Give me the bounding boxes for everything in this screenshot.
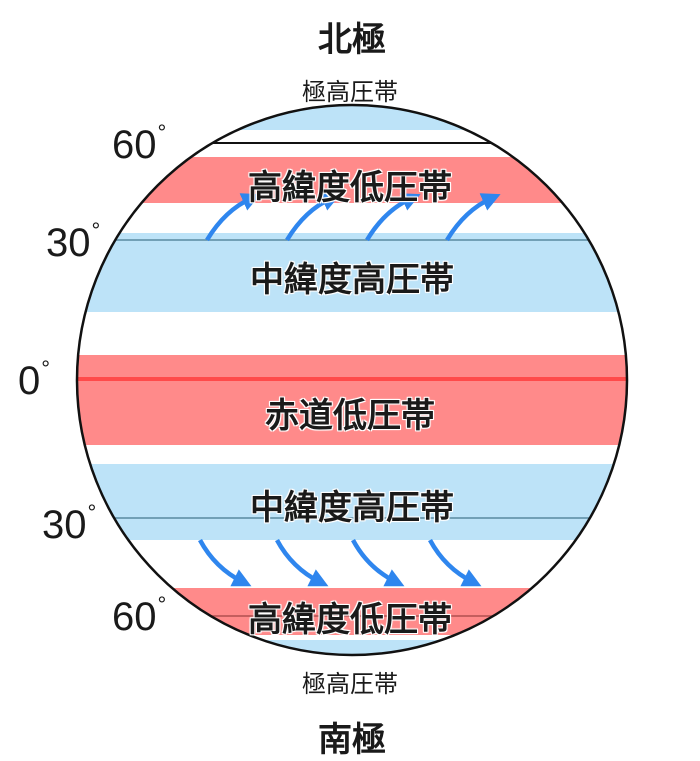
subtropical-high-band-north bbox=[77, 233, 627, 312]
equatorial-low-label: 赤道低圧帯 bbox=[265, 396, 435, 436]
subpolar-low-label-north: 高緯度低圧帯 bbox=[248, 168, 452, 208]
arrow-icon bbox=[428, 538, 482, 587]
latitude-label-s30: 30° bbox=[42, 500, 97, 547]
north-pole-title: 北極 bbox=[318, 20, 386, 60]
arrow-icon bbox=[351, 538, 405, 587]
subtropical-high-band-south bbox=[77, 464, 627, 540]
subtropical-high-label-north: 中緯度高圧帯 bbox=[250, 260, 454, 300]
arrow-icon bbox=[365, 193, 421, 242]
arrow-icon bbox=[198, 538, 252, 587]
equatorial-low-band bbox=[77, 355, 627, 445]
arrow-icon bbox=[275, 538, 329, 587]
polar-high-label-south: 極高圧帯 bbox=[302, 670, 398, 698]
subpolar-low-label-south: 高緯度低圧帯 bbox=[248, 600, 452, 640]
westerly-arrows-south bbox=[198, 538, 482, 587]
arrow-icon bbox=[205, 193, 261, 242]
subtropical-high-label-south: 中緯度高圧帯 bbox=[250, 488, 454, 528]
latitude-label-s60: 60° bbox=[112, 592, 167, 639]
latitude-label-n60: 60° bbox=[112, 120, 167, 167]
latitude-label-n30: 30° bbox=[46, 218, 101, 265]
polar-high-label-north: 極高圧帯 bbox=[302, 78, 398, 106]
arrow-icon bbox=[285, 193, 341, 242]
latitude-label-equator: 0° bbox=[18, 356, 51, 403]
south-pole-title: 南極 bbox=[318, 720, 386, 760]
westerly-arrows-north bbox=[205, 193, 501, 242]
arrow-icon bbox=[445, 193, 501, 242]
globe-outline bbox=[75, 103, 629, 657]
